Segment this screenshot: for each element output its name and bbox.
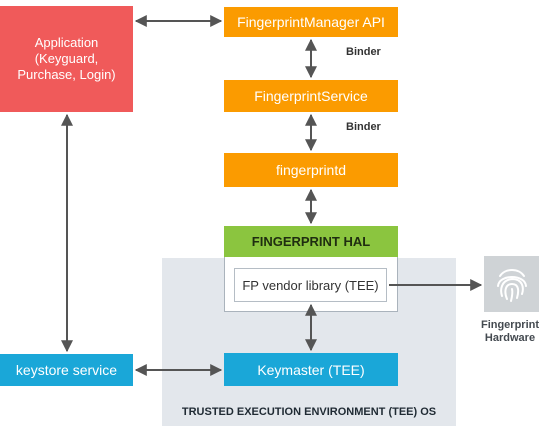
fingerprintd-label: fingerprintd — [275, 162, 347, 178]
tee-os-label: TRUSTED EXECUTION ENVIRONMENT (TEE) OS — [181, 406, 437, 418]
fp-vendor-library-node: FP vendor library (TEE) — [234, 268, 387, 302]
fingerprint-icon — [484, 256, 539, 312]
fingerprint-manager-api-label: FingerprintManager API — [237, 14, 385, 30]
fingerprint-manager-api-node: FingerprintManager API — [224, 7, 398, 37]
binder-label-bottom: Binder — [346, 121, 381, 133]
fingerprintd-node: fingerprintd — [224, 153, 398, 187]
keymaster-label: Keymaster (TEE) — [257, 361, 365, 378]
keystore-service-label: keystore service — [15, 362, 118, 378]
keystore-service-node: keystore service — [0, 354, 133, 386]
fingerprint-icon-graphic — [496, 269, 527, 302]
fingerprint-hal-label: FINGERPRINT HAL — [251, 234, 371, 249]
fp-vendor-library-label: FP vendor library (TEE) — [242, 277, 379, 293]
application-label: Application (Keyguard, Purchase, Login) — [17, 35, 116, 82]
fingerprint-hal-header: FINGERPRINT HAL — [224, 226, 398, 257]
keymaster-node: Keymaster (TEE) — [224, 353, 398, 386]
fingerprint-service-label: FingerprintService — [254, 88, 368, 104]
fingerprint-hardware-label: Fingerprint Hardware — [480, 319, 540, 344]
application-node: Application (Keyguard, Purchase, Login) — [0, 6, 133, 112]
binder-label-top: Binder — [346, 46, 381, 58]
fingerprint-service-node: FingerprintService — [224, 80, 398, 112]
